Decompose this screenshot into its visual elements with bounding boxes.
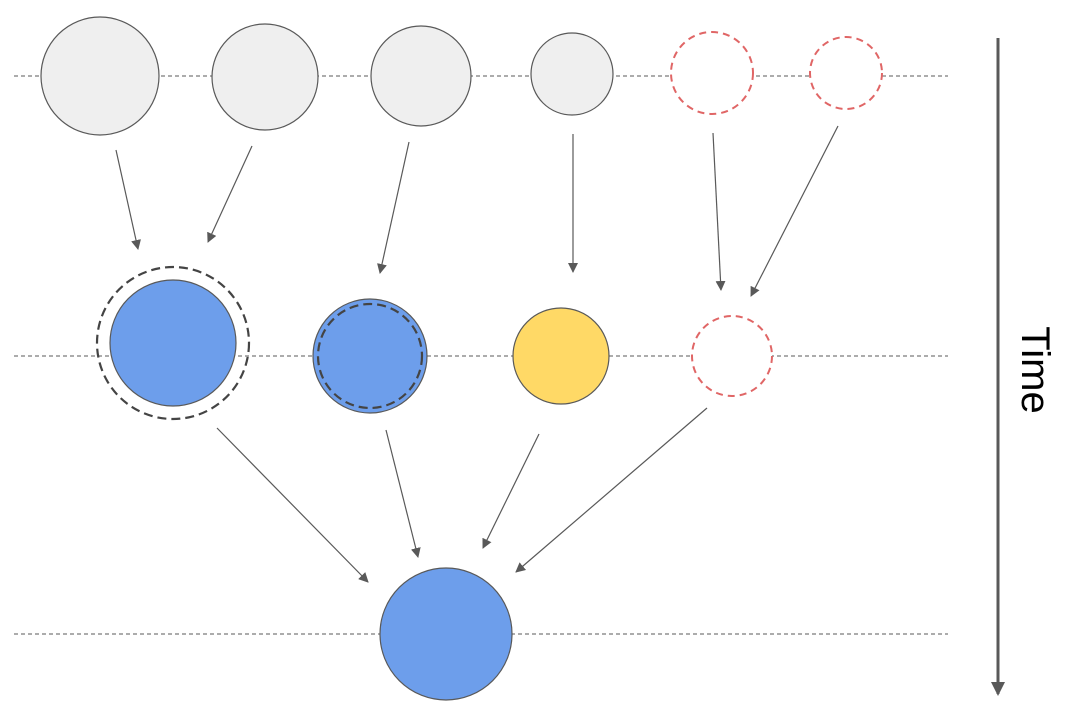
node-m3-pending <box>512 307 610 405</box>
edge-t2-to-m1 <box>207 145 253 243</box>
edge-t5-to-m4 <box>712 132 726 291</box>
edges <box>115 125 839 583</box>
node-b1-active <box>379 567 513 701</box>
node-t2-inactive <box>211 23 319 131</box>
edge-m4-to-b1 <box>515 407 708 573</box>
node-m4-missing <box>691 315 773 397</box>
node-m2-inner-ring <box>316 302 424 410</box>
edge-t1-to-m1 <box>115 149 141 250</box>
node-t6-missing <box>809 36 883 110</box>
time-axis: Time <box>991 38 1057 696</box>
time-axis-label: Time <box>1013 326 1057 413</box>
node-t4-inactive <box>530 32 614 116</box>
edge-m1-to-b1 <box>216 427 369 583</box>
node-m1-outer-ring <box>95 265 251 421</box>
node-t5-missing <box>670 31 754 115</box>
edge-t6-to-m4 <box>750 125 839 297</box>
node-t1-inactive <box>40 16 160 136</box>
nodes <box>40 16 883 701</box>
node-m1-active <box>109 279 237 407</box>
node-m2-active <box>312 298 428 414</box>
edge-m2-to-b1 <box>385 429 421 558</box>
node-t3-inactive <box>370 25 472 127</box>
edge-m3-to-b1 <box>482 433 540 549</box>
edge-t3-to-m2 <box>377 141 410 274</box>
